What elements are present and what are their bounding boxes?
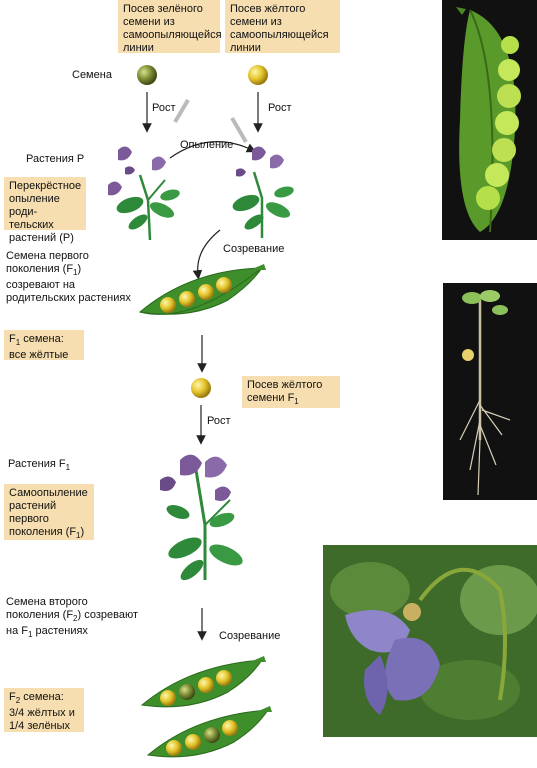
- maturation-label-top: Созревание: [223, 243, 285, 255]
- seeds-label: Семена: [72, 69, 112, 81]
- f1-plant: [160, 454, 243, 581]
- yellow-f1-sowing-box: Посев жёлтого семени F1: [242, 376, 340, 408]
- f2-seeds-box: F2 семена: 3/4 жёлтых и 1/4 зелёных: [4, 688, 84, 732]
- green-seed-sowing-box: Посев зелёного семени из самоопыляющейся…: [118, 0, 222, 54]
- yellow-seed: [248, 65, 268, 85]
- f1-yellow-seed: [191, 378, 211, 398]
- f2-pod-lower: [146, 706, 272, 758]
- parent-plant-right: [230, 116, 294, 238]
- cross-pollination-box: Перекрёстное опыление роди-тельских раст…: [4, 177, 86, 244]
- plants-p-label: Растения P: [26, 153, 85, 165]
- growth-label-f1: Рост: [207, 415, 231, 427]
- parent-plant-left: [108, 98, 190, 241]
- violet-flower-photo: [323, 545, 537, 737]
- self-pollination-box: Самоопыление растений первого поколения …: [4, 484, 94, 540]
- seedling-photo: [443, 283, 537, 500]
- green-seed: [137, 65, 157, 85]
- growth-label-left: Рост: [152, 102, 176, 114]
- plants-f1-label: Растения F1: [8, 458, 71, 473]
- yellow-seed-sowing-box: Посев жёлтого семени из самоопыляющейся …: [225, 0, 340, 54]
- maturation-label-bottom: Созревание: [219, 630, 281, 642]
- f2-maturation-text: Семена второго поколения (F2) созревают …: [6, 596, 138, 640]
- growth-label-right: Рост: [268, 102, 292, 114]
- pollination-arrow: [169, 141, 257, 159]
- f1-maturation-text: Семена первого поколения (F1) созревают …: [6, 250, 131, 305]
- f1-pod: [138, 264, 266, 315]
- maturation-arrow: [192, 229, 221, 280]
- f2-pod-upper: [140, 656, 266, 708]
- pea-pod-photo: [442, 0, 537, 240]
- pollination-label: Опыление: [180, 139, 234, 151]
- f1-seeds-box: F1 семена: все жёлтые: [4, 330, 84, 361]
